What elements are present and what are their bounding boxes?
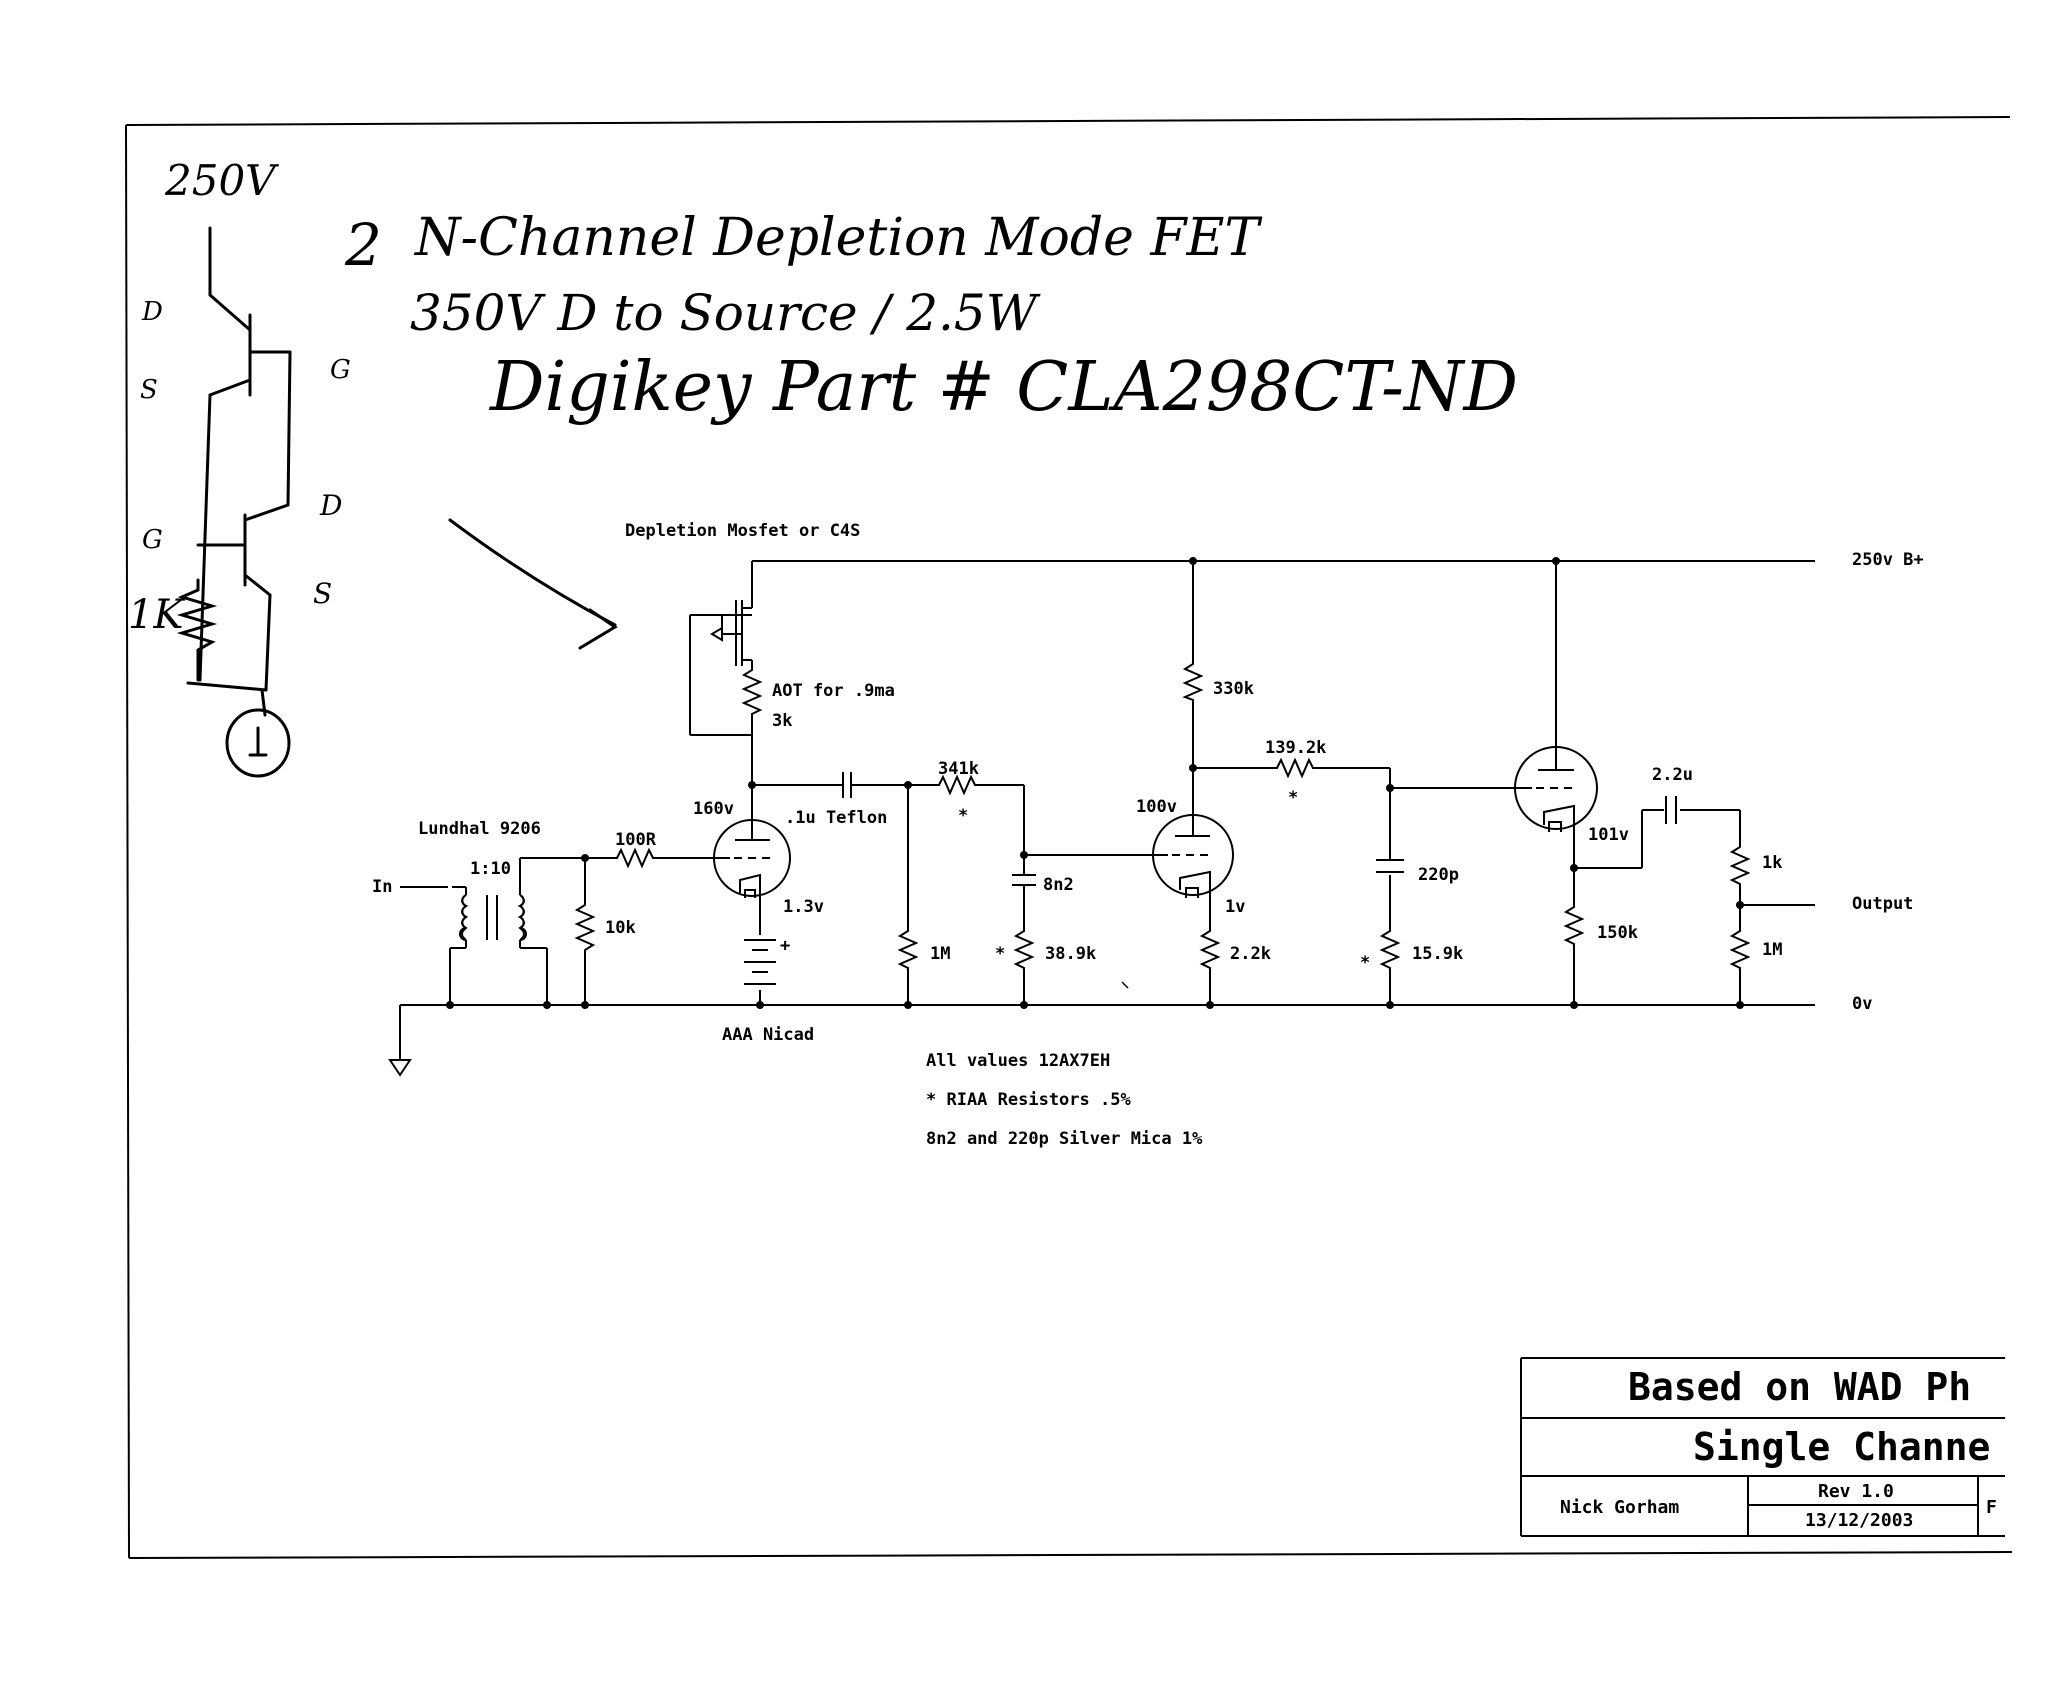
- ground-symbol: [388, 1005, 412, 1077]
- v1-plate-voltage: 160v: [693, 799, 734, 819]
- resistor-330k: [1182, 660, 1204, 702]
- hand-pin-s-bottom: S: [313, 577, 332, 610]
- resistor-15.9k: [1379, 927, 1401, 971]
- v1-cathode-voltage: 1.3v: [783, 897, 824, 917]
- capacitor-symbols: [838, 772, 1677, 886]
- resistor-symbols: [574, 660, 1751, 971]
- hand-line-1: N-Channel Depletion Mode FET: [413, 208, 1262, 268]
- r-riaa-1-label: 341k: [938, 759, 979, 779]
- c-riaa-2-label: 220p: [1418, 865, 1459, 885]
- resistor-1M-a: [897, 927, 919, 971]
- revision-text: Rev 1.0: [1818, 1481, 1894, 1502]
- page-border: [125, 116, 2013, 1559]
- valve-v1: [713, 800, 791, 898]
- battery-symbol: [744, 939, 776, 985]
- c-riaa-1-label: 8n2: [1043, 875, 1074, 895]
- hand-resistor-label: 1K: [128, 592, 185, 638]
- mosfet-symbol: [710, 600, 752, 666]
- ccs-label: Depletion Mosfet or C4S: [625, 521, 860, 541]
- riaa-star-2: *: [995, 944, 1005, 964]
- hand-pin-g-bottom: G: [142, 525, 163, 555]
- title-block-text: Based on WAD Ph Single Channe Nick Gorha…: [1560, 1365, 1997, 1531]
- input-label: In: [372, 877, 392, 897]
- v2-plate-voltage: 100v: [1136, 797, 1177, 817]
- hand-pin-g-top: G: [330, 355, 351, 385]
- capacitor-2.2u: [1665, 796, 1677, 824]
- r-ccs-label-1: AOT for .9ma: [772, 681, 895, 701]
- resistor-10k: [574, 900, 596, 958]
- hand-line-3: Digikey Part # CLA298CT-ND: [488, 348, 1518, 427]
- hand-fet-sketch: [176, 226, 618, 778]
- riaa-star-1: *: [958, 806, 968, 826]
- riaa-star-3: *: [1288, 788, 1298, 808]
- r-input-shunt-label: 10k: [605, 918, 636, 938]
- note-line-3: 8n2 and 220p Silver Mica 1%: [926, 1129, 1203, 1149]
- r-output-series-label: 1k: [1762, 853, 1782, 873]
- resistor-139.2k: [1272, 757, 1316, 779]
- transformer-ratio: 1:10: [470, 859, 511, 879]
- schematic-labels: Depletion Mosfet or C4S 250v B+ 0v In Ou…: [372, 521, 1924, 1045]
- capacitor-0.1u: [838, 772, 856, 798]
- capacitor-220p: [1376, 859, 1404, 873]
- resistor-100R: [612, 847, 656, 869]
- resistor-1M-b: [1729, 927, 1751, 971]
- hand-supply-label: 250V: [164, 156, 279, 205]
- subtitle-text: Single Channe: [1693, 1425, 1990, 1469]
- v2-cathode-voltage: 1v: [1225, 897, 1245, 917]
- battery-plus: +: [780, 936, 790, 956]
- output-label: Output: [1852, 894, 1913, 914]
- valve-v3: [1514, 745, 1598, 832]
- r-riaa-3-label: 139.2k: [1265, 738, 1326, 758]
- hand-count: 2: [344, 211, 382, 279]
- title-text: Based on WAD Ph: [1628, 1365, 1971, 1409]
- riaa-star-4: *: [1360, 953, 1370, 973]
- valve-v2: [1148, 810, 1234, 900]
- r-riaa-2-label: 38.9k: [1045, 944, 1096, 964]
- schematic-wiring: [400, 560, 1815, 1006]
- hand-pin-s-top: S: [140, 375, 158, 405]
- v3-cathode-voltage: 101v: [1588, 825, 1629, 845]
- stray-marks: [1121, 981, 1129, 989]
- hand-line-2: 350V D to Source / 2.5W: [410, 284, 1041, 342]
- handwritten-notes: 250V 2 N-Channel Depletion Mode FET 350V…: [164, 156, 1518, 427]
- author-text: Nick Gorham: [1560, 1497, 1679, 1518]
- resistor-2.2k: [1199, 927, 1221, 971]
- r-grid-leak-1-label: 1M: [930, 944, 950, 964]
- title-block: [1520, 1357, 2005, 1537]
- battery-label: AAA Nicad: [722, 1025, 814, 1045]
- note-line-1: All values 12AX7EH: [926, 1051, 1110, 1071]
- resistor-38.9k: [1013, 927, 1035, 971]
- c-coupling-1-label: .1u Teflon: [785, 808, 887, 828]
- schematic-notes: All values 12AX7EH * RIAA Resistors .5% …: [926, 1051, 1203, 1149]
- resistor-3k: [741, 666, 763, 716]
- page-text: F: [1986, 1497, 1997, 1518]
- r-plate-2-label: 330k: [1213, 679, 1254, 699]
- hand-pin-d-bottom: D: [319, 489, 342, 522]
- hand-pin-d-top: D: [141, 297, 163, 327]
- r-cathode-3-label: 150k: [1597, 923, 1638, 943]
- resistor-1k: [1729, 843, 1751, 887]
- junction-dots: [446, 557, 1744, 1009]
- date-text: 13/12/2003: [1805, 1510, 1913, 1531]
- transformer-label: Lundhal 9206: [418, 819, 541, 839]
- r-grid-stopper-label: 100R: [615, 830, 657, 850]
- rail-label: 250v B+: [1852, 550, 1924, 570]
- c-output-label: 2.2u: [1652, 765, 1693, 785]
- r-riaa-4-label: 15.9k: [1412, 944, 1463, 964]
- resistor-341k: [934, 774, 978, 796]
- note-line-2: * RIAA Resistors .5%: [926, 1090, 1131, 1110]
- resistor-150k: [1563, 903, 1585, 947]
- capacitor-8n2: [1012, 874, 1036, 886]
- hand-pin-labels: D S G D G S 1K: [128, 297, 351, 638]
- r-ccs-label-2: 3k: [772, 711, 792, 731]
- r-output-shunt-label: 1M: [1762, 940, 1782, 960]
- ground-label: 0v: [1852, 994, 1872, 1014]
- transformer-symbol: [459, 894, 527, 941]
- r-cathode-2-label: 2.2k: [1230, 944, 1271, 964]
